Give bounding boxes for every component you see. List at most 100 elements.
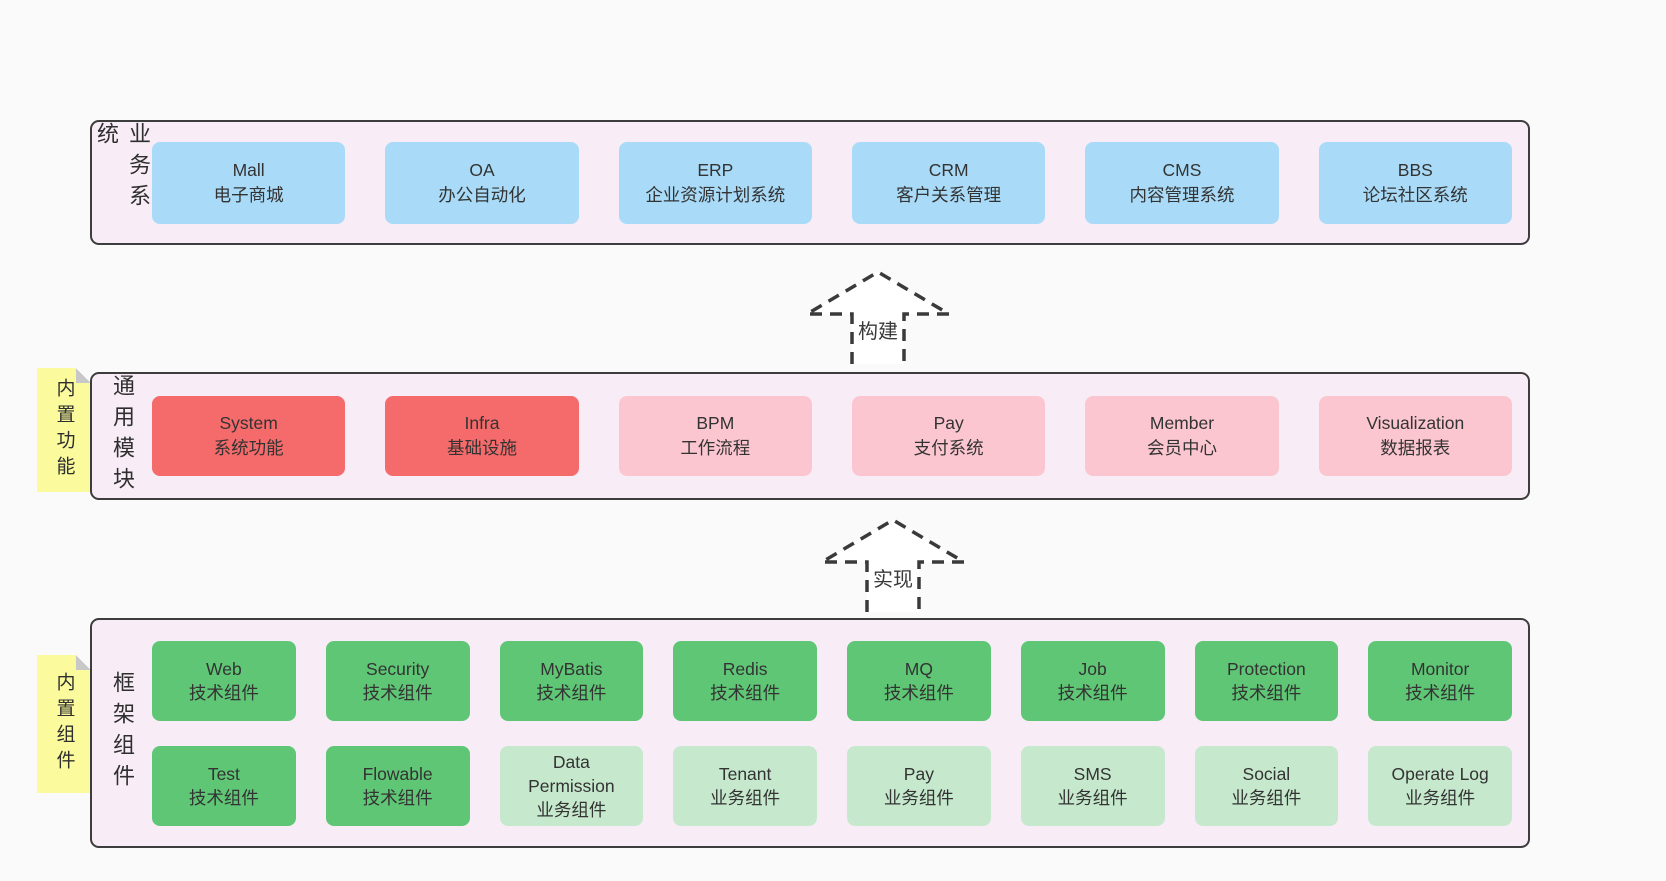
box-subtitle: 客户关系管理: [896, 184, 1002, 205]
box-title: Member: [1149, 413, 1215, 433]
box-web: Web 技术组件: [152, 640, 296, 721]
box-title: Protection: [1226, 658, 1306, 679]
box-protection: Protection 技术组件: [1194, 640, 1339, 721]
box-subtitle: 技术组件: [362, 682, 433, 703]
box-title: Infra: [464, 413, 500, 433]
box-title: ERP: [697, 159, 734, 180]
box-oa: OA 办公自动化: [385, 141, 579, 224]
box-subtitle: 业务组件: [1405, 787, 1476, 808]
box-title: MQ: [904, 658, 933, 679]
box-subtitle: 支付系统: [913, 438, 984, 458]
box-title: Tenant: [718, 763, 772, 784]
layer-business-systems: 业务系统 Mall 电子商城 OA 办公自动化 ERP 企业资源计划系统 CRM 客户关系管理…: [90, 120, 1530, 245]
box-row: Mall 电子商城 OA 办公自动化 ERP 企业资源计划系统 CRM 客户关系管理 CMS 内容…: [152, 141, 1512, 224]
box-flowable: Flowable 技术组件: [325, 745, 470, 826]
box-subtitle: 技术组件: [710, 682, 781, 703]
box-tenant: Tenant 业务组件: [673, 745, 817, 826]
box-system: System 系统功能: [152, 396, 346, 476]
box-title: BBS: [1397, 159, 1433, 180]
box-title: System: [219, 413, 278, 433]
business-systems-box-grid: Mall 电子商城 OA 办公自动化 ERP 企业资源计划系统 CRM 客户关系管理 CMS 内容…: [152, 122, 1528, 243]
box-crm: CRM 客户关系管理: [851, 141, 1046, 224]
box-subtitle: 业务组件: [536, 799, 607, 820]
sticky-note-built-in-features: 内置功能: [37, 368, 91, 492]
sticky-note-label: 内置组件: [53, 672, 75, 776]
box-subtitle: 数据报表: [1380, 438, 1451, 458]
box-title: Security: [366, 658, 430, 679]
layer-label-business-systems: 业务系统: [94, 122, 151, 215]
box-title: MyBatis: [540, 658, 603, 679]
box-subtitle: 业务组件: [710, 787, 781, 808]
box-title: Monitor: [1410, 658, 1470, 679]
box-subtitle: 企业资源计划系统: [645, 184, 786, 205]
implement-arrow-label: 实现: [870, 562, 916, 593]
box-data-permission: Data Permission 业务组件: [499, 745, 644, 826]
box-title: CRM: [928, 159, 969, 180]
layer-label-framework-components: 框架组件: [110, 671, 135, 795]
box-title: Web: [206, 658, 242, 679]
box-mybatis: MyBatis 技术组件: [499, 640, 644, 721]
box-cms: CMS 内容管理系统: [1085, 141, 1279, 224]
box-mall: Mall 电子商城: [152, 141, 346, 224]
box-security: Security 技术组件: [325, 640, 470, 721]
box-subtitle: 技术组件: [1231, 682, 1302, 703]
box-title: Redis: [722, 658, 768, 679]
box-title: Job: [1078, 658, 1107, 679]
box-subtitle: 技术组件: [188, 787, 259, 808]
box-title: Test: [207, 763, 240, 784]
box-title: Mall: [232, 159, 265, 180]
box-subtitle: 业务组件: [1231, 787, 1302, 808]
box-bbs: BBS 论坛社区系统: [1318, 141, 1512, 224]
box-subtitle: 技术组件: [188, 682, 259, 703]
box-title: CMS: [1162, 159, 1202, 180]
box-subtitle: 系统功能: [213, 438, 284, 458]
box-subtitle: 技术组件: [362, 787, 433, 808]
layer-label-common-modules: 通用模块: [110, 374, 135, 498]
box-visualization: Visualization 数据报表: [1318, 396, 1512, 476]
box-subtitle: 技术组件: [536, 682, 607, 703]
box-title: Operate Log: [1391, 763, 1489, 784]
box-job: Job 技术组件: [1020, 640, 1165, 721]
box-title: Pay: [933, 413, 964, 433]
box-infra: Infra 基础设施: [385, 396, 579, 476]
box-title: OA: [469, 159, 495, 180]
box-subtitle: 办公自动化: [438, 184, 526, 205]
box-title: Visualization: [1366, 413, 1465, 433]
box-subtitle: 技术组件: [1057, 682, 1128, 703]
box-subtitle: 论坛社区系统: [1362, 184, 1468, 205]
box-title: Flowable: [362, 763, 433, 784]
box-title: Data Permission: [528, 751, 615, 796]
box-mq: MQ 技术组件: [847, 640, 991, 721]
box-title: Social: [1242, 763, 1291, 784]
box-subtitle: 电子商城: [213, 184, 284, 205]
build-arrow: 构建: [800, 268, 956, 364]
box-redis: Redis 技术组件: [673, 640, 817, 721]
box-operate-log: Operate Log 业务组件: [1368, 745, 1512, 826]
build-arrow-label: 构建: [855, 314, 901, 345]
box-test: Test 技术组件: [152, 745, 296, 826]
sticky-note-label: 内置功能: [53, 378, 75, 482]
box-subtitle: 基础设施: [446, 438, 517, 458]
box-subtitle: 业务组件: [883, 787, 954, 808]
box-subtitle: 内容管理系统: [1129, 184, 1235, 205]
box-subtitle: 技术组件: [883, 682, 954, 703]
sticky-note-built-in-components: 内置组件: [37, 655, 91, 793]
implement-arrow: 实现: [815, 516, 971, 612]
box-social: Social 业务组件: [1194, 745, 1339, 826]
box-subtitle: 业务组件: [1057, 787, 1128, 808]
box-erp: ERP 企业资源计划系统: [618, 141, 812, 224]
box-pay: Pay 支付系统: [851, 396, 1046, 476]
